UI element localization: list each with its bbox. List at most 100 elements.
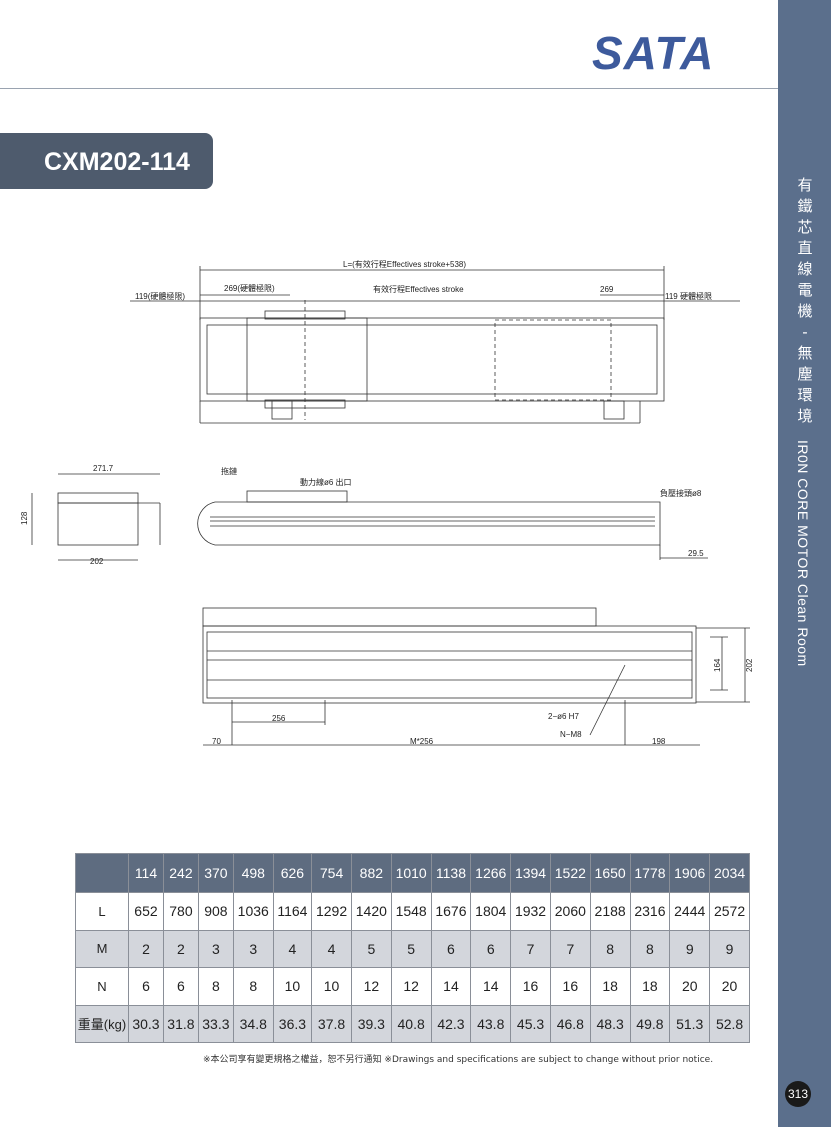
table-cell: 9: [669, 929, 711, 968]
table-cell: 45.3: [510, 1004, 551, 1043]
sidebar-char: 無: [797, 344, 813, 362]
sidebar-title-en: IR0N CORE MOTOR Clean Room: [795, 440, 811, 667]
table-cell: 36.3: [272, 1004, 313, 1043]
dim-stroke: 有效行程Effectives stroke: [373, 284, 464, 294]
table-cell: 39.3: [350, 1004, 392, 1043]
table-cell: 1804: [470, 892, 512, 931]
header-cell: 2034: [709, 853, 750, 893]
dim-right: 198: [652, 737, 666, 746]
table-cell: 20: [709, 967, 750, 1006]
disclaimer-note: ※本公司享有變更規格之權益，恕不另行通知 ※Drawings and speci…: [203, 1055, 714, 1065]
dim-left-limit: 269(硬體極限): [224, 283, 275, 293]
sidebar-char: -: [802, 323, 808, 341]
header-cell: 1650: [589, 853, 631, 893]
table-cell: 8: [232, 967, 274, 1006]
table-cell: 908: [197, 892, 234, 931]
bottom-view: 256 70 M*256 198 2−ø6 H7 N−M8 164 202: [202, 607, 754, 746]
dim-mid: M*256: [410, 737, 434, 746]
sidebar-char: 境: [797, 407, 813, 425]
table-cell: 8: [197, 967, 234, 1006]
dim-overall: L=(有效行程Effectives stroke+538): [343, 259, 466, 269]
header-cell: 114: [128, 853, 164, 893]
table-cell: 14: [470, 967, 512, 1006]
table-cell: 31.8: [162, 1004, 199, 1043]
table-cell: 12: [350, 967, 392, 1006]
header-cell: [75, 853, 129, 893]
table-cell: 1676: [430, 892, 472, 931]
label-air-fitting: 負壓接頭ø8: [660, 488, 702, 498]
table-cell: 3: [232, 929, 274, 968]
dim-side-offset: 29.5: [688, 549, 704, 558]
table-cell: 16: [510, 967, 551, 1006]
table-cell: 18: [629, 967, 671, 1006]
model-title: CXM202-114: [0, 133, 213, 189]
table-cell: 10: [311, 967, 352, 1006]
table-cell: 6: [470, 929, 512, 968]
label-tap: N−M8: [560, 730, 582, 739]
label-cable-chain: 拖鏈: [221, 466, 237, 476]
dim-left: 70: [212, 737, 221, 746]
table-cell: 2: [162, 929, 199, 968]
table-cell: 2316: [629, 892, 671, 931]
dim-end-height: 128: [20, 511, 29, 525]
end-view: 271.7 128 202: [20, 464, 161, 566]
row-label: M: [75, 929, 129, 968]
dim-right-limit: 269: [600, 285, 614, 294]
dim-inner: 164: [713, 658, 722, 672]
table-cell: 16: [549, 967, 591, 1006]
table-cell: 52.8: [709, 1004, 750, 1043]
table-cell: 20: [669, 967, 711, 1006]
table-cell: 46.8: [549, 1004, 591, 1043]
label-pin: 2−ø6 H7: [548, 712, 579, 721]
table-cell: 4: [272, 929, 313, 968]
sidebar-char: 機: [797, 302, 813, 320]
dim-end-base: 202: [90, 557, 104, 566]
header-cell: 626: [272, 853, 313, 893]
header-cell: 1010: [390, 853, 432, 893]
table-cell: 7: [549, 929, 591, 968]
header-cell: 754: [311, 853, 352, 893]
table-cell: 6: [162, 967, 199, 1006]
table-cell: 33.3: [197, 1004, 234, 1043]
header-cell: 498: [232, 853, 274, 893]
page-number: 313: [785, 1081, 811, 1107]
table-cell: 14: [430, 967, 472, 1006]
table-cell: 1292: [311, 892, 352, 931]
sidebar-title-zh: 有鐵芯直線電機-無塵環境: [796, 175, 814, 427]
dim-end-width: 271.7: [93, 464, 114, 473]
table-cell: 2188: [589, 892, 631, 931]
table-cell: 42.3: [430, 1004, 472, 1043]
header-cell: 1138: [430, 853, 472, 893]
header-cell: 1906: [669, 853, 711, 893]
table-cell: 2: [128, 929, 164, 968]
header-cell: 370: [197, 853, 234, 893]
table-cell: 34.8: [232, 1004, 274, 1043]
table-cell: 3: [197, 929, 234, 968]
table-cell: 5: [350, 929, 392, 968]
table-cell: 1548: [390, 892, 432, 931]
header-cell: 1522: [549, 853, 591, 893]
header-cell: 1778: [629, 853, 671, 893]
sidebar-char: 芯: [797, 218, 813, 236]
table-cell: 2060: [549, 892, 591, 931]
sidebar-char: 有: [797, 176, 813, 194]
sidebar-char: 鐵: [797, 197, 813, 215]
table-cell: 652: [128, 892, 164, 931]
sidebar-char: 直: [797, 239, 813, 257]
table-cell: 48.3: [589, 1004, 631, 1043]
row-label: L: [75, 892, 129, 931]
table-cell: 37.8: [311, 1004, 352, 1043]
table-cell: 40.8: [390, 1004, 432, 1043]
dim-pitch: 256: [272, 714, 286, 723]
sidebar-char: 線: [797, 260, 813, 278]
table-cell: 780: [162, 892, 199, 931]
top-view: L=(有效行程Effectives stroke+538) 269(硬體極限) …: [130, 259, 740, 424]
header-divider: [0, 88, 778, 89]
table-cell: 30.3: [128, 1004, 164, 1043]
sidebar: [778, 0, 831, 1127]
